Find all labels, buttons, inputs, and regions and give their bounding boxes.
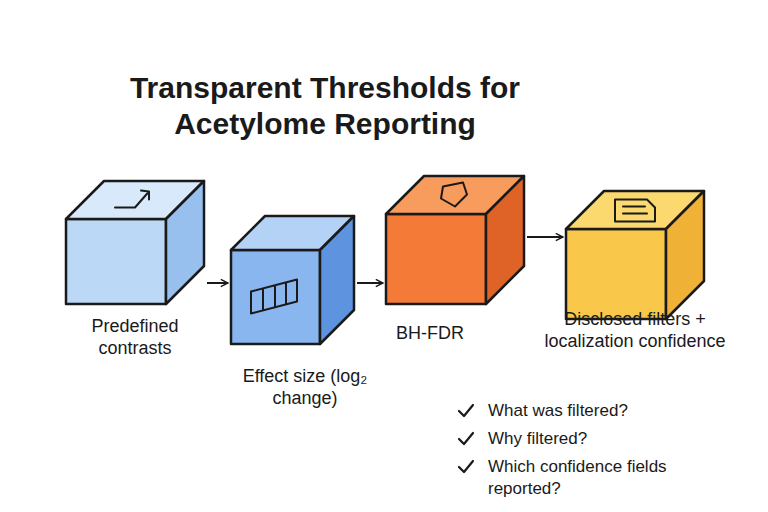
cube-shape	[565, 190, 705, 320]
cube-node: Effect size (log₂ change)	[230, 215, 355, 345]
flow-arrow	[207, 282, 228, 284]
cube-shape	[385, 175, 525, 305]
cube-shape	[65, 180, 205, 305]
cube-face	[66, 219, 166, 304]
cube-icon	[615, 200, 655, 222]
cube-face	[231, 250, 320, 344]
cube-icon	[251, 280, 297, 314]
check-stroke	[459, 433, 473, 444]
check-mark	[456, 429, 476, 449]
cube-node: BH-FDR	[385, 175, 525, 305]
cube-face	[566, 229, 666, 319]
cube-node: Predefined contrasts	[65, 180, 205, 305]
check-stroke	[459, 461, 473, 472]
check-mark	[456, 457, 476, 477]
check-stroke	[459, 405, 473, 416]
step-label: Disclosed filters + localization confide…	[540, 308, 730, 352]
cube-face	[666, 191, 704, 319]
step-label: Effect size (log₂ change)	[235, 365, 375, 409]
cube-icon	[441, 183, 467, 207]
cube-face	[486, 176, 524, 304]
cube-face	[320, 216, 354, 344]
cube-node: Disclosed filters + localization confide…	[565, 190, 705, 320]
checklist-item: Why filtered?	[488, 428, 688, 450]
diagram-title: Transparent Thresholds for Acetylome Rep…	[90, 70, 560, 142]
checklist-item: Which confidence fields reported?	[488, 456, 688, 500]
cube-icon	[115, 191, 149, 208]
step-label: BH-FDR	[380, 322, 480, 344]
flow-arrow	[357, 282, 383, 284]
step-label: Predefined contrasts	[55, 315, 215, 359]
cube-face	[386, 214, 486, 304]
cube-shape	[230, 215, 355, 345]
checklist-item: What was filtered?	[488, 400, 688, 422]
cube-face	[166, 181, 204, 304]
flow-arrow	[527, 236, 563, 238]
check-mark	[456, 401, 476, 421]
